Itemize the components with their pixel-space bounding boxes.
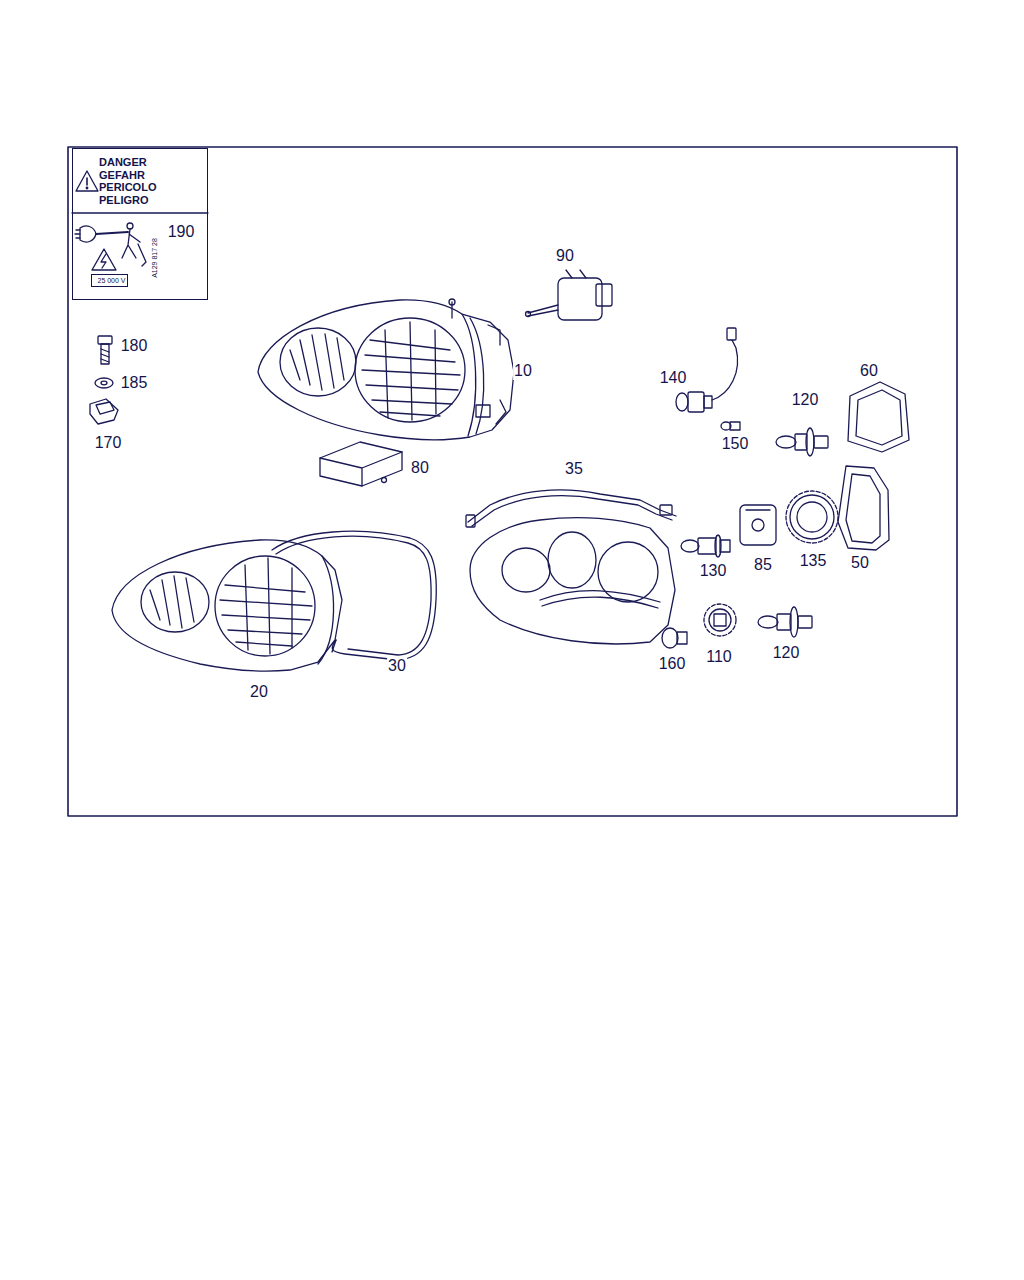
bulb-160 bbox=[662, 628, 687, 648]
bolt-180 bbox=[98, 336, 112, 364]
part-code: A129 817 28 bbox=[150, 237, 159, 279]
callout-number: 110 bbox=[705, 648, 733, 666]
seal-30 bbox=[272, 531, 436, 662]
headlamp-20 bbox=[112, 540, 342, 671]
bulb-130 bbox=[681, 535, 730, 557]
housing-35 bbox=[466, 490, 676, 644]
callout-number: 50 bbox=[850, 554, 870, 572]
callout-number: 130 bbox=[699, 562, 728, 580]
bulb-120-b bbox=[758, 607, 812, 637]
frame bbox=[68, 147, 957, 816]
voltage-box: 25 000 V bbox=[91, 274, 128, 287]
callout-number: 20 bbox=[249, 683, 269, 701]
callout-number: 35 bbox=[564, 460, 584, 478]
ring-135 bbox=[786, 491, 838, 543]
callout-number: 140 bbox=[659, 369, 688, 387]
callout-number: 180 bbox=[120, 337, 149, 355]
motor-90 bbox=[526, 270, 613, 320]
callout-number: 135 bbox=[799, 552, 828, 570]
clip-170 bbox=[90, 399, 118, 424]
callout-number: 90 bbox=[555, 247, 575, 265]
callout-number: 80 bbox=[410, 459, 430, 477]
callout-number: 150 bbox=[721, 435, 750, 453]
bulb-120-a bbox=[776, 428, 828, 456]
callout-number: 170 bbox=[94, 434, 123, 452]
callout-number: 60 bbox=[859, 362, 879, 380]
callout-number: 190 bbox=[167, 223, 196, 241]
callout-number: 120 bbox=[791, 391, 820, 409]
socket-110 bbox=[704, 604, 736, 636]
cover-50 bbox=[838, 466, 889, 550]
callout-number: 30 bbox=[387, 657, 407, 675]
bulb-150 bbox=[721, 422, 740, 430]
voltage-text: 25 000 V bbox=[92, 275, 131, 286]
callout-number: 160 bbox=[658, 655, 687, 673]
socket-85 bbox=[740, 505, 776, 545]
callout-number: 85 bbox=[753, 556, 773, 574]
washer-185 bbox=[95, 378, 113, 388]
control-unit-80 bbox=[320, 442, 402, 486]
headlamp-10 bbox=[258, 299, 514, 440]
warning-text: DANGER GEFAHR PERICOLO PELIGRO bbox=[99, 156, 169, 206]
callout-number: 10 bbox=[513, 362, 533, 380]
callout-number: 120 bbox=[772, 644, 801, 662]
cap-60 bbox=[848, 382, 909, 452]
callout-number: 185 bbox=[120, 374, 149, 392]
